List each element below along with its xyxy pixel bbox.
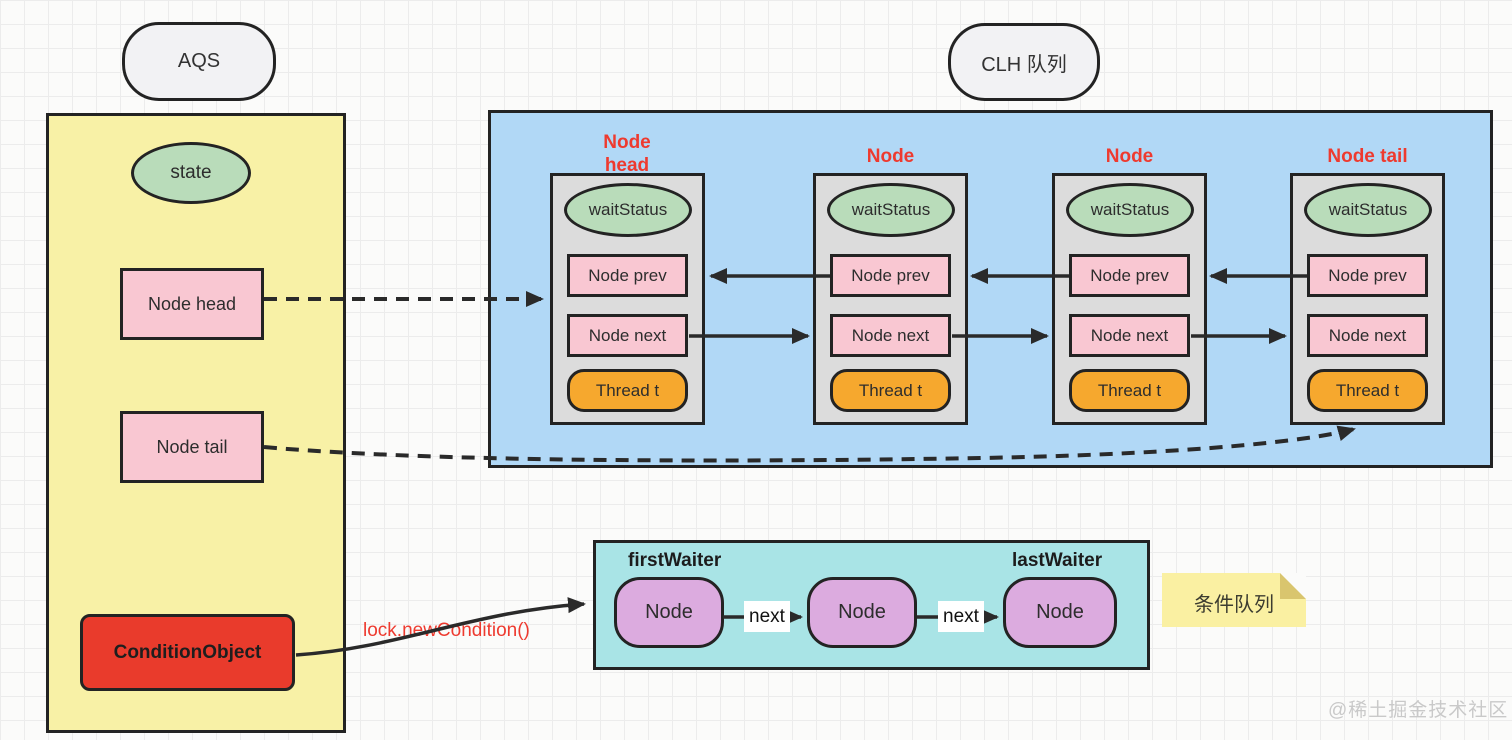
condition-node-0: Node — [614, 577, 724, 648]
wait-status-label: waitStatus — [1328, 200, 1408, 219]
node-prev-box: Node prev — [830, 254, 951, 297]
clh-card-label-2: Node — [1105, 146, 1154, 167]
node-prev-box: Node prev — [567, 254, 688, 297]
clh-node-card-2: waitStatus Node prev Node next Thread t — [1052, 173, 1207, 425]
thread-box: Thread t — [567, 369, 688, 412]
thread-label: Thread t — [1335, 380, 1400, 400]
aqs-node-tail-box: Node tail — [120, 411, 264, 483]
wait-status-label: waitStatus — [588, 200, 668, 219]
wait-status-ellipse: waitStatus — [564, 183, 692, 237]
aqs-node-head-label: Node head — [147, 293, 237, 314]
clh-card-label-1: Node — [866, 146, 915, 167]
thread-box: Thread t — [1307, 369, 1428, 412]
node-prev-box: Node prev — [1307, 254, 1428, 297]
thread-box: Thread t — [1069, 369, 1190, 412]
clh-node-card-1: waitStatus Node prev Node next Thread t — [813, 173, 968, 425]
wait-status-label: waitStatus — [1090, 200, 1170, 219]
condition-object-box: ConditionObject — [80, 614, 295, 691]
wait-status-ellipse: waitStatus — [1066, 183, 1194, 237]
wait-status-label: waitStatus — [851, 200, 931, 219]
node-next-box: Node next — [1307, 314, 1428, 357]
node-next-box: Node next — [1069, 314, 1190, 357]
aqs-node-tail-label: Node tail — [156, 436, 228, 457]
clh-card-label-0: Node head — [603, 132, 651, 176]
clh-node-card-0: waitStatus Node prev Node next Thread t — [550, 173, 705, 425]
node-prev-label: Node prev — [851, 265, 930, 285]
condition-queue-sticky-note: 条件队列 — [1162, 573, 1306, 627]
node-next-box: Node next — [567, 314, 688, 357]
node-next-label: Node next — [588, 325, 667, 345]
clh-card-label-3: Node tail — [1327, 146, 1408, 167]
node-prev-label: Node prev — [1328, 265, 1407, 285]
lock-new-condition-label: lock.newCondition() — [363, 620, 530, 641]
node-next-label: Node next — [1328, 325, 1407, 345]
aqs-title-pill: AQS — [122, 22, 276, 101]
node-prev-box: Node prev — [1069, 254, 1190, 297]
next-edge-label-1: next — [938, 601, 984, 632]
node-next-label: Node next — [851, 325, 930, 345]
condition-node-1: Node — [807, 577, 917, 648]
thread-label: Thread t — [595, 380, 660, 400]
first-waiter-label: firstWaiter — [628, 550, 722, 571]
condition-object-label: ConditionObject — [113, 641, 262, 663]
condition-node-label: Node — [645, 601, 693, 623]
clh-node-card-3: waitStatus Node prev Node next Thread t — [1290, 173, 1445, 425]
state-label: state — [170, 162, 212, 183]
node-prev-label: Node prev — [1090, 265, 1169, 285]
next-edge-label-0: next — [744, 601, 790, 632]
condition-node-label: Node — [838, 601, 886, 623]
state-ellipse: state — [131, 142, 251, 204]
wait-status-ellipse: waitStatus — [1304, 183, 1432, 237]
node-next-label: Node next — [1090, 325, 1169, 345]
thread-label: Thread t — [1097, 380, 1162, 400]
last-waiter-label: lastWaiter — [1012, 550, 1103, 571]
clh-title-pill: CLH 队列 — [948, 23, 1100, 101]
sticky-note-label: 条件队列 — [1194, 594, 1274, 616]
wait-status-ellipse: waitStatus — [827, 183, 955, 237]
aqs-title: AQS — [177, 50, 221, 72]
aqs-node-head-box: Node head — [120, 268, 264, 340]
thread-box: Thread t — [830, 369, 951, 412]
clh-title: CLH 队列 — [981, 53, 1067, 76]
condition-node-label: Node — [1036, 601, 1084, 623]
condition-node-2: Node — [1003, 577, 1117, 648]
node-prev-label: Node prev — [588, 265, 667, 285]
thread-label: Thread t — [858, 380, 923, 400]
node-next-box: Node next — [830, 314, 951, 357]
watermark-text: @稀土掘金技术社区 — [1328, 700, 1509, 721]
